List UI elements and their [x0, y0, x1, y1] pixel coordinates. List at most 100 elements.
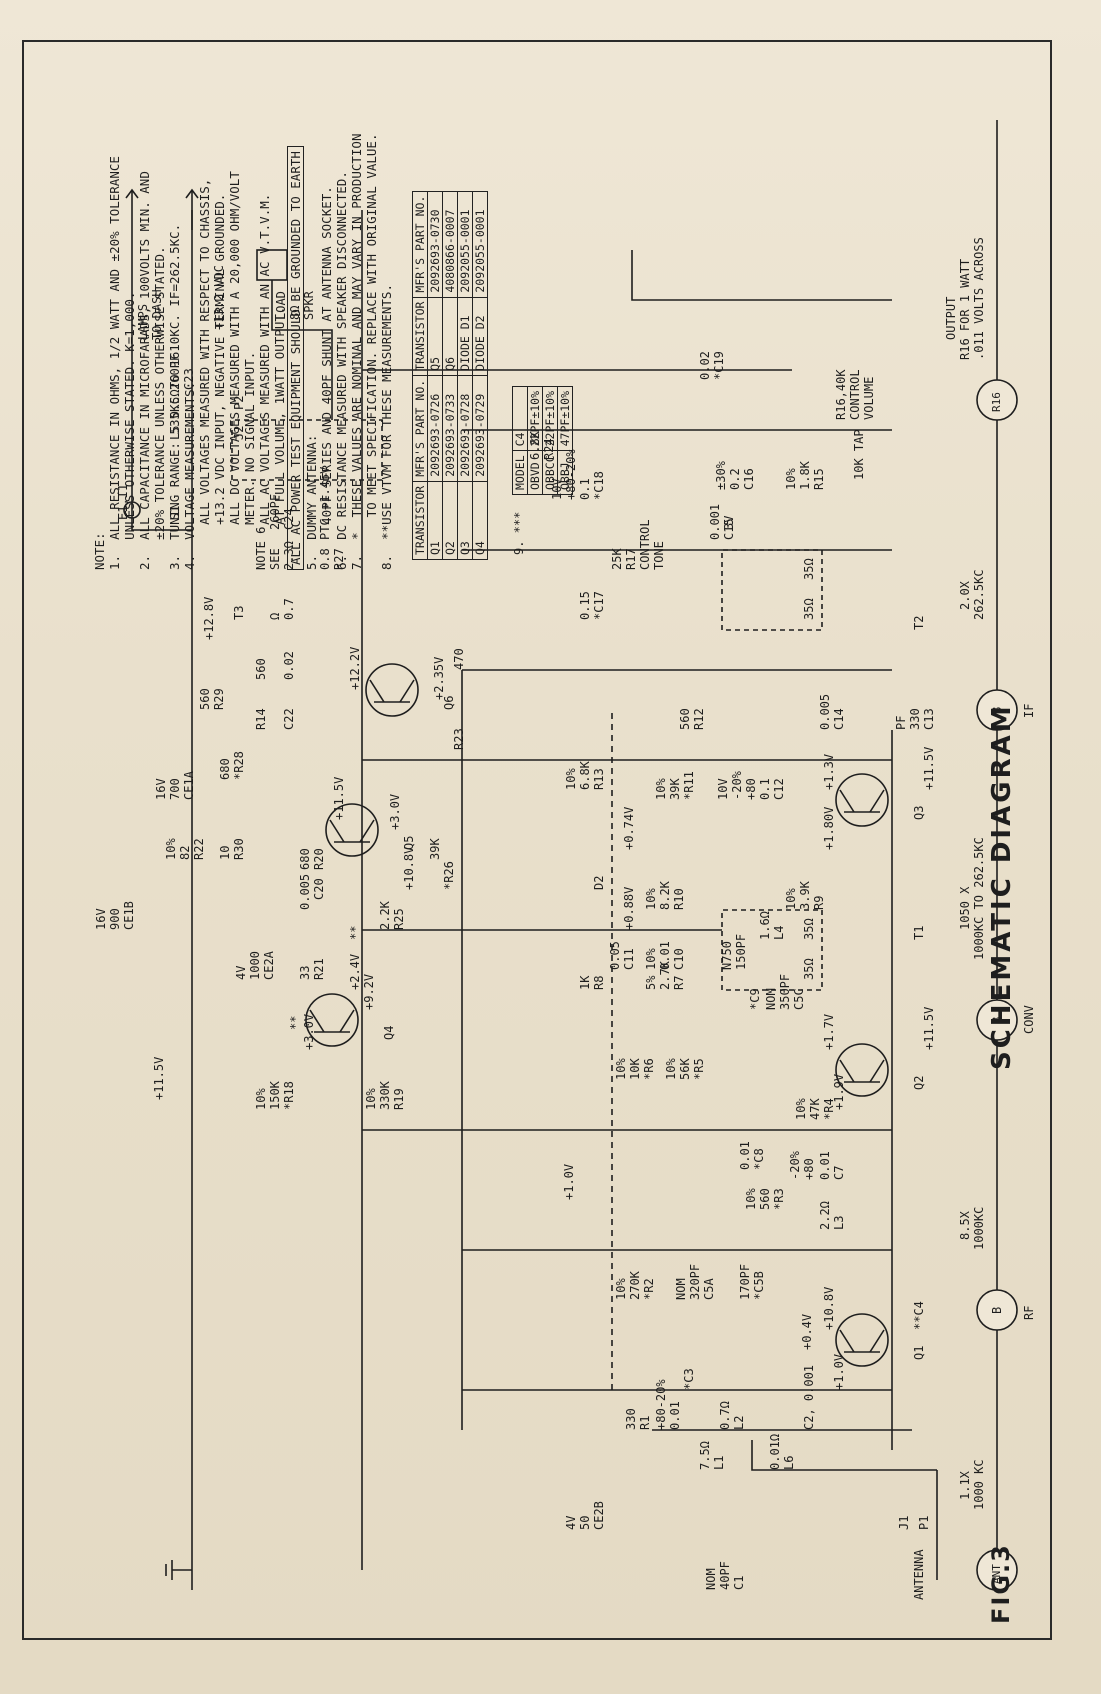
t1-winding-b: 35Ω: [802, 918, 816, 940]
c18-label: *C18: [592, 471, 606, 500]
voltage-13v2: +13.2 VDC: [212, 264, 226, 330]
t1-label: T1: [912, 925, 926, 940]
c3-value: 0.01: [668, 1401, 682, 1430]
q3-voltage-e: +1.80V: [822, 806, 836, 850]
c18-tol: +80-20%: [564, 449, 578, 500]
c22-label: C22: [282, 708, 296, 730]
c12-tol: +80: [744, 778, 758, 800]
q4-voltage-c: +9.2V: [362, 973, 376, 1010]
note-line: 8. **USE VTVM FOR THESE MEASUREMENTS.: [379, 284, 394, 570]
r30-label: R30: [232, 838, 246, 860]
t2-winding-b: 35Ω: [802, 558, 816, 580]
note-line: ALL VOLTAGES MEASURED WITH RESPECT TO CH…: [197, 178, 212, 570]
r23-value: 470: [452, 648, 466, 670]
r6-value: 10K: [628, 1058, 642, 1080]
r5-label: *R5: [692, 1058, 706, 1080]
q2-symbol: [835, 1043, 889, 1097]
c9-value: 150PF: [734, 933, 748, 970]
c11-value: 0.05: [608, 941, 622, 970]
q1-symbol: [835, 1313, 889, 1367]
l1-label: L1: [712, 1455, 726, 1470]
rf-gain: 8.5X: [958, 1211, 972, 1240]
note-line: METER. NO SIGNAL INPUT.: [242, 351, 257, 570]
lamp-label: E1,I1: [116, 483, 130, 520]
r18-label: *R18: [282, 1081, 296, 1110]
table-header: TRANSISTOR: [412, 481, 428, 560]
r14-value: 560: [254, 658, 268, 680]
note-9-label: 9. ***: [512, 511, 526, 555]
d2-label: D2: [592, 875, 606, 890]
q1-voltage-e: +1.0V: [832, 1353, 846, 1390]
l6-branch: [751, 1440, 937, 1471]
c16-tol: ±30%: [714, 461, 728, 490]
table-cell: 2092693-0726: [427, 375, 443, 482]
table-cell: Q2: [442, 481, 458, 560]
node-r16: [976, 379, 1018, 421]
r20-label: R20: [312, 848, 326, 870]
c5c-label: C5C: [792, 988, 806, 1010]
dash-lamps-label: TO DASH: [150, 289, 164, 340]
r3-label: *R3: [772, 1188, 786, 1210]
ce1a-value: 700: [168, 778, 182, 800]
voltage-11v5: +11.5V: [152, 1056, 166, 1100]
voltage-1v: +1.0V: [562, 1163, 576, 1200]
l6-label: L6: [782, 1455, 796, 1470]
r30-value: 10: [218, 845, 232, 860]
c5a-nom: NOM: [674, 1278, 688, 1300]
r16-note-2: R16 FOR 1 WATT: [958, 258, 972, 360]
r12-value: 560: [678, 708, 692, 730]
c5a-value: 320PF: [688, 1263, 702, 1300]
antenna-label: ANTENNA: [912, 1549, 926, 1600]
tone-label-2: CONTROL: [638, 519, 652, 570]
r7-label: R7: [672, 975, 686, 990]
c13-value: 330: [908, 708, 922, 730]
q4-voltage-e: +2.4V: [348, 953, 362, 990]
volume-label-3: R16,40K: [834, 369, 848, 420]
c18-value: 0.1: [578, 478, 592, 500]
q2-voltage-e: +1.9V: [832, 1073, 846, 1110]
table-cell: 2092693-0728: [457, 375, 473, 482]
if-stage-label: IF: [1022, 703, 1036, 718]
r22-label: R22: [192, 838, 206, 860]
r28-label: *R28: [232, 751, 246, 780]
c8-value: 0.01: [738, 1141, 752, 1170]
table-cell: 4080866-0007: [442, 191, 458, 298]
conv-stage-label: CONV: [1022, 1005, 1036, 1034]
l1-value: 7.5Ω: [698, 1441, 712, 1470]
r13-value: 6.8K: [578, 761, 592, 790]
c5b-label: *C5B: [752, 1271, 766, 1300]
c12-label: C12: [772, 778, 786, 800]
note-line: ALL DC VOLTAGES MEASURED WITH A 20,000 O…: [227, 171, 242, 570]
node-conv: [976, 999, 1018, 1041]
r14-label: R14: [254, 708, 268, 730]
table-cell: 2092693-0729: [472, 375, 488, 482]
table-cell: Q6: [442, 297, 458, 376]
r10-label: R10: [672, 888, 686, 910]
c3-label: *C3: [682, 1368, 696, 1390]
note-line: TO MEET SPECIFICATION. REPLACE WITH ORIG…: [364, 133, 379, 570]
c12-tol2: -20%: [730, 771, 744, 800]
c10-tol: 10%: [644, 948, 658, 970]
r1-label: R1: [638, 1415, 652, 1430]
speaker-load: LOAD: [274, 291, 288, 320]
r24-value: 6.8K: [528, 431, 542, 460]
table-row: Q2 2092693-0733 Q6 4080866-0007: [442, 191, 458, 560]
sheet-border: [22, 40, 1052, 1640]
c5a-label: C5A: [702, 1278, 716, 1300]
table-header: C4: [512, 386, 528, 451]
c17-value: 0.15: [578, 591, 592, 620]
r28-value: 680: [218, 758, 232, 780]
table-cell: Q4: [472, 481, 488, 560]
volume-label-2: CONTROL: [848, 369, 862, 420]
r13-label: R13: [592, 768, 606, 790]
c14-value: 0.005: [818, 693, 832, 730]
c7-tol: +80: [802, 1158, 816, 1180]
r22-value: 82: [178, 845, 192, 860]
c20-label: C20: [312, 878, 326, 900]
r11-label: *R11: [682, 771, 696, 800]
c4-label: **C4: [912, 1301, 926, 1330]
r3-value: 560: [758, 1188, 772, 1210]
ce1b-value: 900: [108, 908, 122, 930]
dash-lamps-label-2: LAMPS: [136, 303, 150, 340]
